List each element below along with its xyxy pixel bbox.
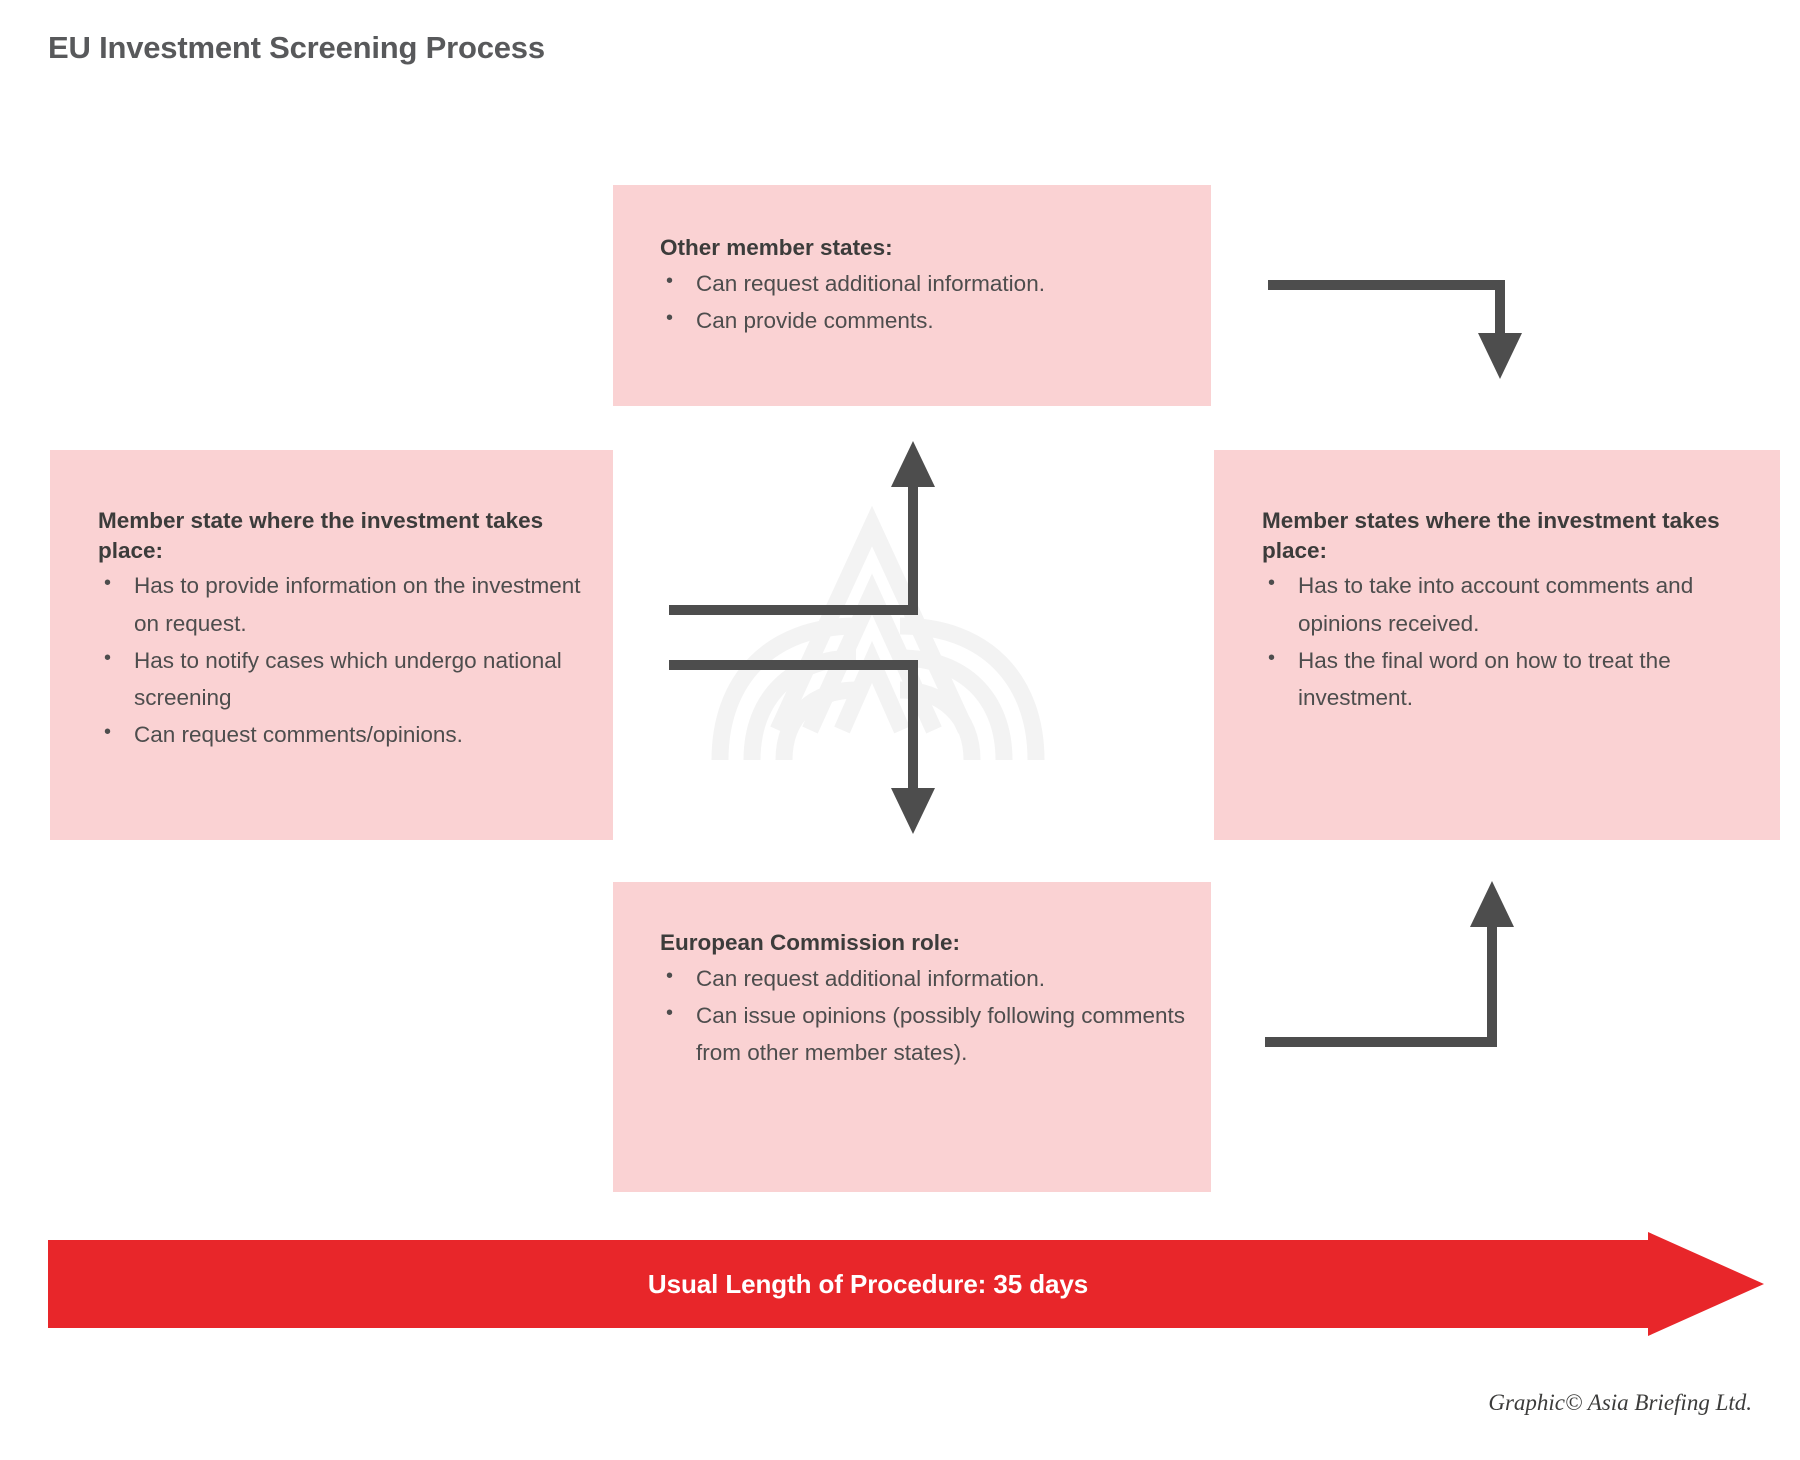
graphic-credit: Graphic© Asia Briefing Ltd. <box>1488 1390 1752 1415</box>
bullet-list: Has to take into account comments and op… <box>1262 567 1766 716</box>
box-content: Member state where the investment takes … <box>98 506 599 753</box>
arrow-up-right-icon <box>1265 881 1514 1047</box>
bullet-list: Has to provide information on the invest… <box>98 567 599 753</box>
bullet-item: Can provide comments. <box>660 302 1193 339</box>
box-member-state-left: Member state where the investment takes … <box>50 450 613 840</box>
box-content: Other member states: Can request additio… <box>660 233 1193 339</box>
arrow-right-icon <box>48 1232 1764 1336</box>
box-content: European Commission role: Can request ad… <box>660 928 1193 1071</box>
box-european-commission-role: European Commission role: Can request ad… <box>613 882 1211 1192</box>
bullet-item: Can request comments/opinions. <box>98 716 599 753</box>
bullet-item: Has to provide information on the invest… <box>98 567 599 641</box>
box-heading: Other member states: <box>660 235 893 260</box>
page-title: EU Investment Screening Process <box>48 30 545 65</box>
bullet-item: Can request additional information. <box>660 265 1193 302</box>
banner-label: Usual Length of Procedure: 35 days <box>647 1268 1089 1299</box>
bullet-list: Can request additional information. Can … <box>660 960 1193 1071</box>
box-content: Member states where the investment takes… <box>1262 506 1766 716</box>
box-heading: Member state where the investment takes … <box>98 508 544 563</box>
bullet-item: Has the final word on how to treat the i… <box>1262 642 1766 716</box>
bullet-item: Can issue opinions (possibly following c… <box>660 997 1193 1071</box>
arrow-up-icon <box>669 441 935 615</box>
box-heading: European Commission role: <box>660 930 961 955</box>
box-member-states-right: Member states where the investment takes… <box>1214 450 1780 840</box>
asia-briefing-logo-watermark <box>711 505 1045 761</box>
bullet-list: Can request additional information. Can … <box>660 265 1193 339</box>
bullet-item: Can request additional information. <box>660 960 1193 997</box>
box-heading: Member states where the investment takes… <box>1262 508 1720 563</box>
bullet-item: Has to take into account comments and op… <box>1262 567 1766 641</box>
bullet-item: Has to notify cases which undergo nation… <box>98 642 599 716</box>
arrow-down-right-icon <box>1268 280 1522 379</box>
box-other-member-states: Other member states: Can request additio… <box>613 185 1211 406</box>
arrow-down-icon <box>669 660 935 834</box>
procedure-length-banner: Usual Length of Procedure: 35 days <box>48 1232 1764 1336</box>
